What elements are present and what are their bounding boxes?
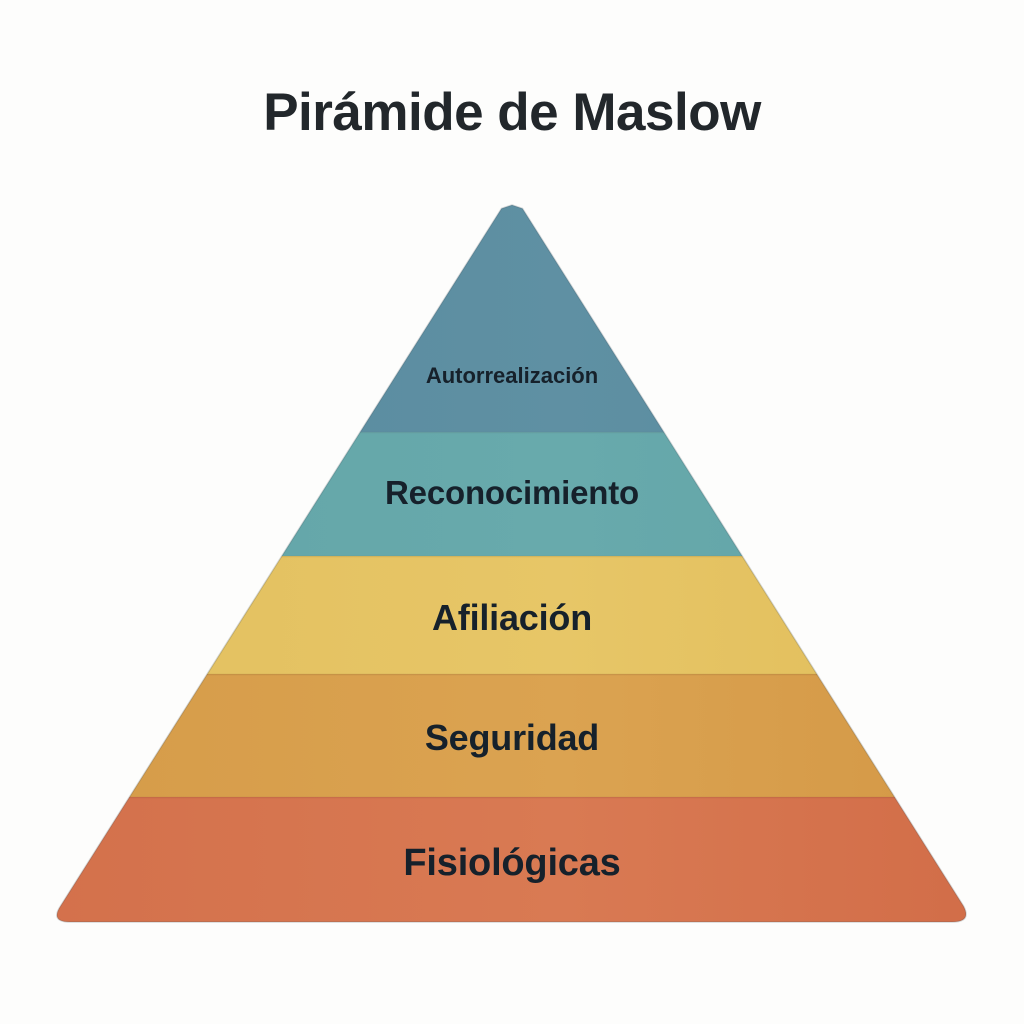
- pyramid-tier-5-fisiologicas[interactable]: [0, 797, 1024, 927]
- pyramid-tier-1-autorrealizacion[interactable]: [0, 200, 1024, 432]
- pyramid-tier-2-reconocimiento[interactable]: [0, 432, 1024, 556]
- pyramid-tier-4-seguridad[interactable]: [0, 674, 1024, 797]
- pyramid-outline: [56, 204, 967, 923]
- pyramid-tier-3-afiliacion[interactable]: [0, 556, 1024, 674]
- page-title: Pirámide de Maslow: [263, 83, 761, 142]
